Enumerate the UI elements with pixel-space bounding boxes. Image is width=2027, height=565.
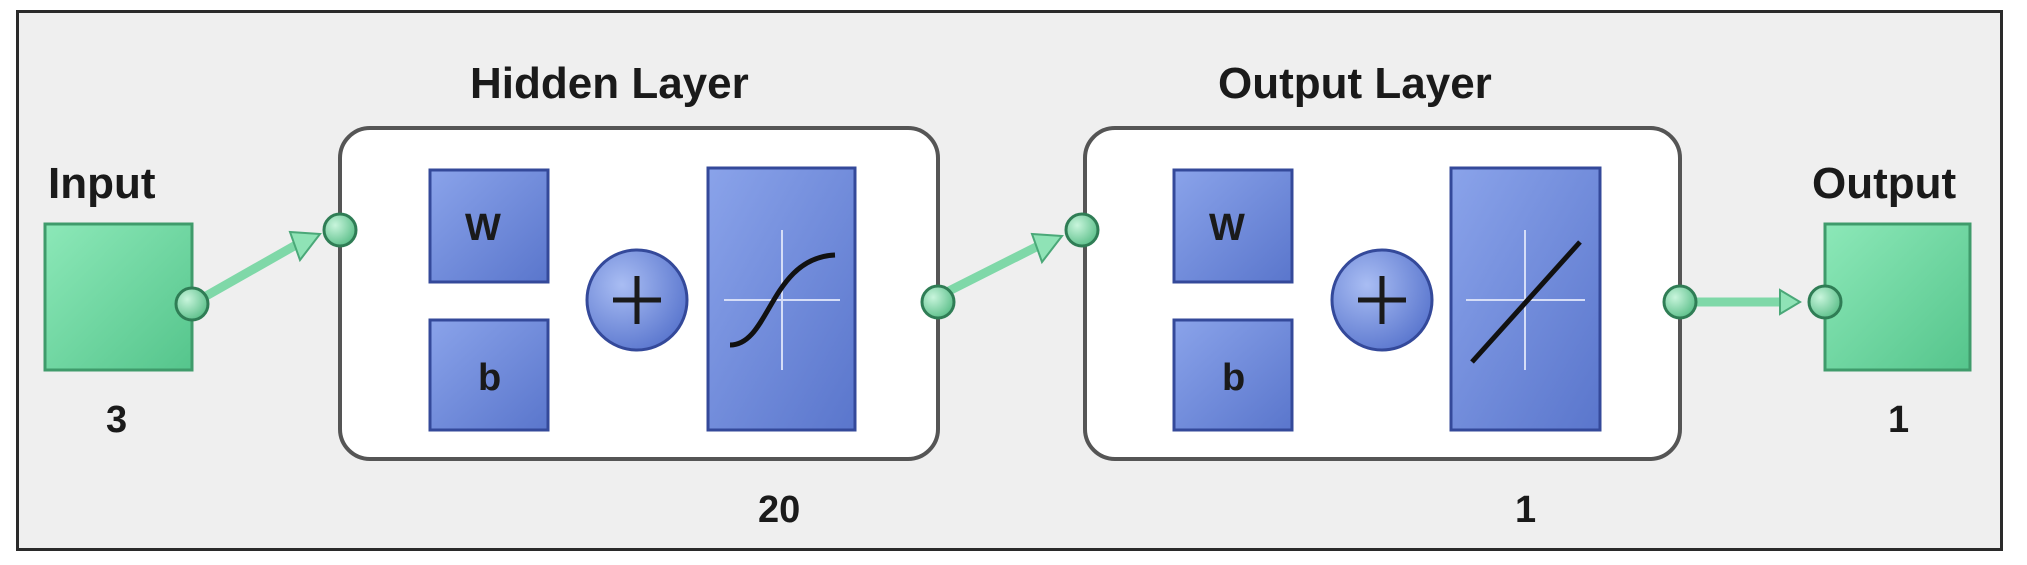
output-bias-block: b (1172, 318, 1294, 432)
plus-icon (613, 276, 661, 324)
output-layer-size: 1 (1515, 489, 1536, 531)
hidden-transfer-function (706, 166, 857, 432)
hidden-sum-node (585, 248, 689, 352)
connection-nodes (174, 212, 1843, 322)
output-square (1823, 222, 1972, 372)
hidden-weight-block: W (428, 168, 550, 284)
input-connector (187, 232, 315, 309)
input-size: 3 (106, 399, 127, 441)
hidden-bias-label: b (478, 357, 501, 399)
hidden-layer-size: 20 (758, 489, 800, 531)
linear-line-icon (1470, 240, 1582, 364)
input-block: Input 3 (43, 159, 194, 441)
node-icon (322, 212, 358, 248)
output-block: Output 1 (1812, 159, 1972, 441)
output-layer: Output Layer W b 1 (1083, 59, 1682, 531)
output-bias-label: b (1222, 357, 1245, 399)
node-icon (1662, 284, 1698, 320)
between-layers-connector (930, 235, 1055, 303)
output-size: 1 (1888, 399, 1909, 441)
output-title: Output (1812, 159, 1957, 208)
output-weight-block: W (1172, 168, 1294, 284)
plus-icon (1358, 276, 1406, 324)
node-icon (174, 286, 210, 322)
output-sum-node (1330, 248, 1434, 352)
input-title: Input (48, 159, 156, 208)
hidden-layer: Hidden Layer W b 20 (338, 59, 940, 531)
node-icon (1807, 284, 1843, 320)
node-icon (920, 284, 956, 320)
hidden-weight-label: W (465, 207, 501, 249)
arrow-icon (1779, 288, 1802, 316)
sigmoid-curve-icon (729, 252, 836, 348)
arrow-icon (288, 230, 322, 263)
output-layer-title: Output Layer (1218, 59, 1492, 108)
hidden-layer-title: Hidden Layer (470, 59, 749, 108)
input-square (43, 222, 194, 372)
arrow-icon (1030, 232, 1064, 265)
node-icon (1064, 212, 1100, 248)
hidden-bias-block: b (428, 318, 550, 432)
output-transfer-function (1449, 166, 1602, 432)
output-weight-label: W (1209, 207, 1245, 249)
